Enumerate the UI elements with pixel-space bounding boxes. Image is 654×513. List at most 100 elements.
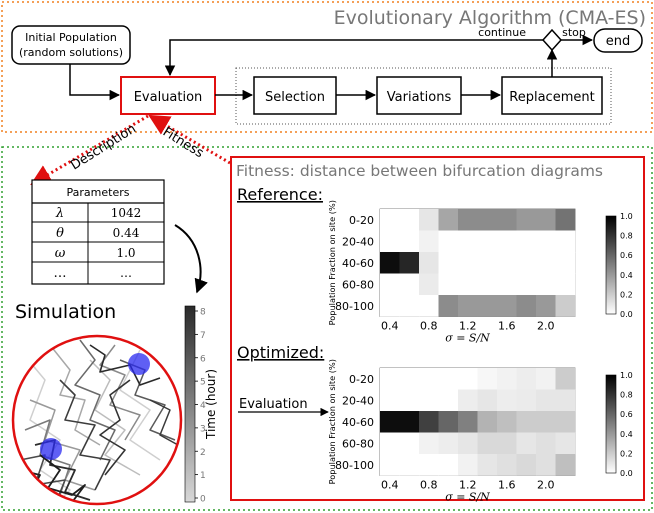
variations-node	[376, 76, 462, 115]
time-tick-label: 8	[200, 308, 206, 318]
heatmap-cell	[516, 454, 537, 476]
heatmap-cell	[516, 295, 537, 317]
fitness-label: Fitness	[160, 125, 206, 162]
heatmap-cell	[438, 389, 459, 412]
x-tick-label: 1.2	[459, 320, 477, 333]
evaluation-node	[120, 76, 216, 115]
value-colorbar	[605, 374, 617, 474]
time-tick-label: 4	[200, 401, 206, 411]
heatmap-cell	[458, 295, 478, 317]
heatmap-cell	[458, 273, 478, 296]
y-axis-label: Population Fraction on site (%)	[327, 359, 337, 484]
heatmap-cell	[458, 368, 478, 390]
heatmap-cell	[419, 368, 439, 390]
heatmap-cell	[438, 230, 459, 253]
heatmap-cell	[458, 209, 478, 231]
heatmap-cell	[555, 389, 576, 412]
fitness-title: Fitness: distance between bifurcation di…	[236, 162, 603, 180]
heatmap-cell	[497, 368, 517, 390]
colorbar-tick-label: 0.8	[620, 391, 633, 400]
param-value: 0.44	[113, 226, 140, 240]
heatmap-cell	[438, 209, 459, 231]
heatmap-cell	[536, 209, 556, 231]
variations-label: Variations	[387, 90, 452, 105]
heatmap-cell	[399, 209, 420, 231]
stop-label: stop	[562, 26, 586, 39]
selection-node	[253, 76, 337, 115]
param-value: 1042	[111, 206, 142, 220]
fitness-link	[148, 114, 231, 165]
arrow-params-to-simulation	[174, 224, 208, 294]
heatmap-cell	[536, 389, 556, 412]
parameters-header: Parameters	[67, 186, 130, 199]
heatmap-cell	[477, 252, 498, 274]
param-name: ω	[55, 246, 66, 261]
colorbar-tick-label: 0.2	[620, 290, 633, 299]
time-tick-label: 7	[200, 331, 206, 341]
x-tick-label: 2.0	[537, 479, 555, 492]
heatmap-cell	[555, 295, 576, 317]
row-label: 20-40	[342, 394, 374, 407]
heatmap-cell	[497, 411, 517, 433]
heatmap-cell	[516, 368, 537, 390]
heatmap-cell	[380, 411, 400, 433]
heatmap-cell	[399, 368, 420, 390]
param-value: 1.0	[116, 246, 135, 260]
heatmap-cell	[458, 454, 478, 476]
agent-marker	[128, 353, 150, 375]
heatmap-cell	[399, 432, 420, 455]
row-label: 60-80	[342, 437, 374, 450]
heatmap-cell	[438, 273, 459, 296]
heatmap-cell	[458, 389, 478, 412]
x-tick-label: 1.6	[498, 479, 516, 492]
arrow-continue-loop	[164, 39, 543, 77]
heatmap-cell	[497, 389, 517, 412]
param-value: …	[120, 266, 132, 280]
heatmap-cell	[399, 273, 420, 296]
heatmap-cell	[380, 454, 400, 476]
x-tick-label: 1.2	[459, 479, 477, 492]
heatmap-cell	[555, 273, 576, 296]
heatmap-cell	[555, 230, 576, 253]
selection-label: Selection	[265, 90, 325, 105]
heatmap-cell	[399, 411, 420, 433]
arrow-initial-to-eval	[69, 64, 121, 101]
heatmap-cell	[497, 432, 517, 455]
heatmap-cell	[438, 454, 459, 476]
heatmap-cell	[419, 454, 439, 476]
heatmap-cell	[380, 295, 400, 317]
ea-frame	[1, 1, 653, 133]
heatmap-cell	[380, 389, 400, 412]
x-axis-label: σ = S/N	[445, 332, 490, 345]
heatmap-cell	[536, 454, 556, 476]
colorbar-tick-label: 0.6	[620, 251, 633, 260]
heatmap-cell	[477, 295, 498, 317]
x-tick-label: 0.4	[381, 320, 399, 333]
heatmap-cell	[536, 432, 556, 455]
heatmap-cell	[419, 411, 439, 433]
heatmap-cell	[419, 389, 439, 412]
heatmap-cell	[555, 432, 576, 455]
colorbar-tick-label: 0.4	[620, 430, 633, 439]
initial-population-line1: Initial Population	[25, 31, 117, 44]
x-tick-label: 2.0	[537, 320, 555, 333]
heatmap-cell	[536, 368, 556, 390]
heatmap-cell	[516, 411, 537, 433]
optimized-title: Optimized:	[237, 343, 324, 362]
end-label: end	[606, 34, 631, 49]
heatmap-cell	[458, 411, 478, 433]
heatmap-cell	[477, 389, 498, 412]
heatmap-cell	[516, 209, 537, 231]
evaluation-text: Evaluation	[239, 397, 308, 412]
heatmap-cell	[419, 273, 439, 296]
row-label: 20-40	[342, 235, 374, 248]
heatmap-cell	[438, 252, 459, 274]
heatmap-cell	[516, 389, 537, 412]
time-tick-label: 3	[200, 424, 206, 434]
simulation-view	[11, 334, 183, 506]
heatmap-cell	[477, 209, 498, 231]
heatmap-cell	[497, 295, 517, 317]
